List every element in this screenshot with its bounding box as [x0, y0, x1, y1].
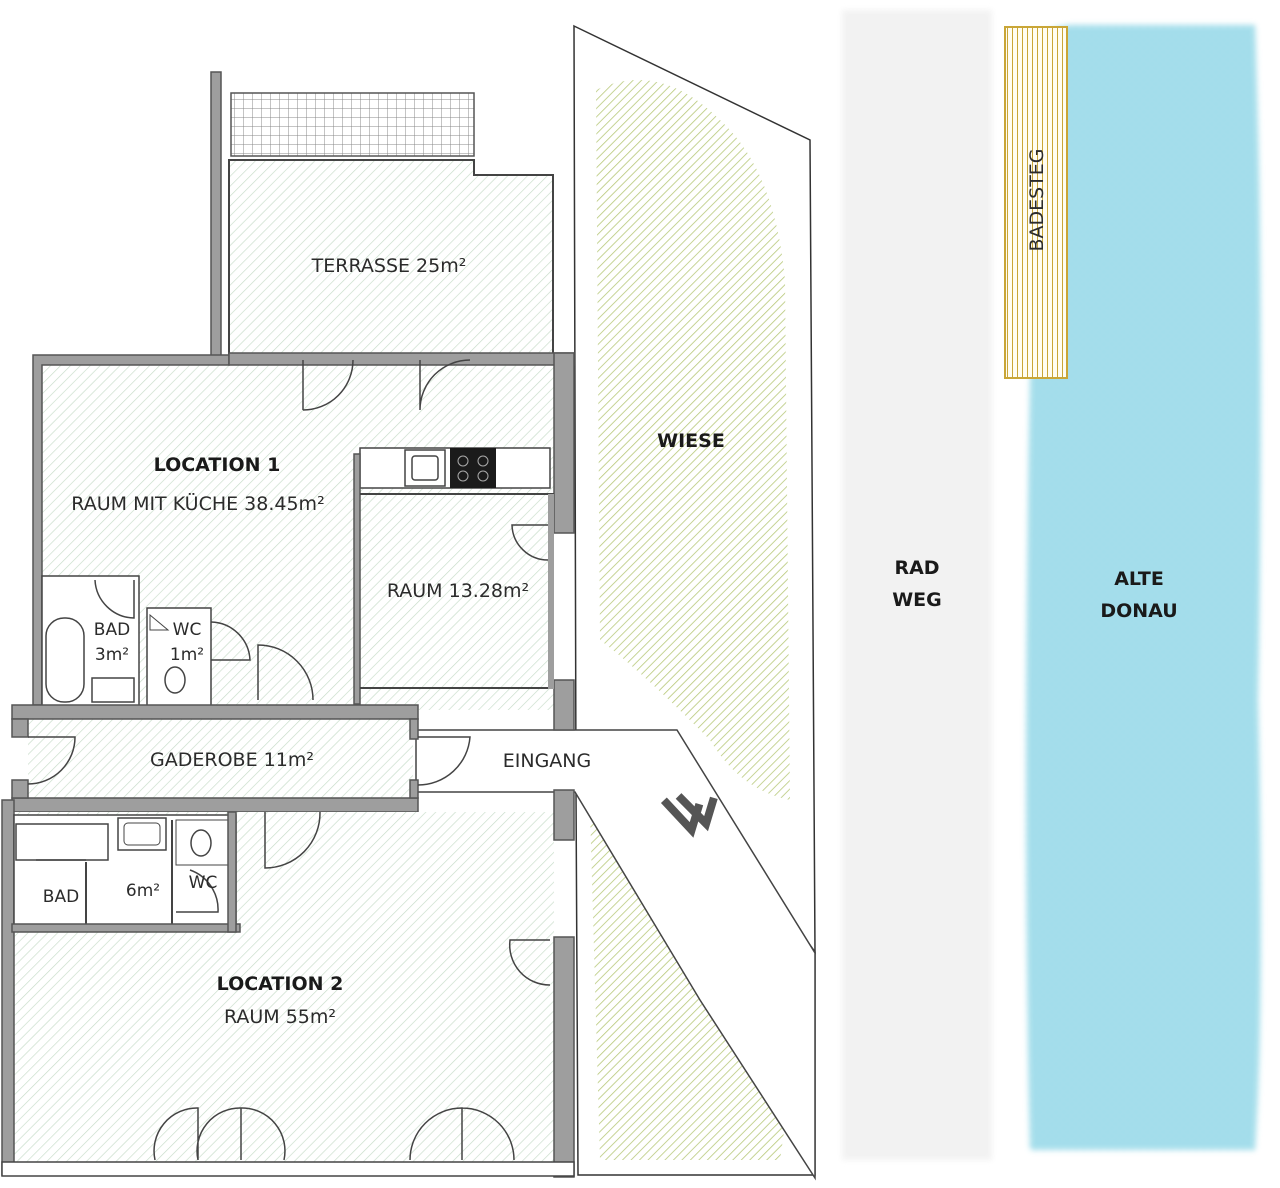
location-2 — [1, 789, 575, 1178]
label-raum-small: RAUM 13.28m² — [387, 580, 529, 602]
gaderobe — [11, 704, 471, 813]
label-wc1-area: 1m² — [170, 645, 204, 665]
label-bad2-name: BAD — [43, 887, 79, 907]
toilet-icon — [164, 666, 186, 694]
door-terrace-left — [302, 359, 354, 411]
label-location2-room: RAUM 55m² — [224, 1006, 336, 1028]
door-terrace-right — [419, 359, 471, 411]
alte-donau-water — [1024, 25, 1261, 1150]
label-gaderobe: GADEROBE 11m² — [150, 749, 314, 771]
terrasse — [210, 71, 554, 358]
label-terrasse: TERRASSE 25m² — [311, 255, 467, 277]
lawn-area — [573, 24, 816, 1176]
label-radweg-line2: WEG — [892, 589, 942, 611]
toilet2-icon — [190, 829, 212, 857]
washbasin-icon — [91, 677, 135, 703]
badesteg-jetty — [1004, 26, 1068, 379]
label-eingang: EINGANG — [503, 750, 591, 772]
label-badesteg: BADESTEG — [1026, 148, 1048, 251]
label-wc1-name: WC — [173, 620, 202, 640]
bike-path — [842, 10, 992, 1160]
label-donau-line2: DONAU — [1100, 600, 1177, 622]
label-location2-title: LOCATION 2 — [217, 973, 344, 995]
location-1 — [32, 352, 575, 731]
bathtub2-icon — [15, 823, 109, 861]
entrance-arrow-icon — [660, 793, 718, 838]
entrance-path — [415, 729, 816, 1181]
label-location1-room: RAUM MIT KÜCHE 38.45m² — [71, 492, 324, 515]
label-wc2-name: WC — [189, 873, 218, 893]
label-bad1-name: BAD — [94, 620, 130, 640]
label-bad1-area: 3m² — [95, 645, 129, 665]
label-location1-title: LOCATION 1 — [154, 454, 281, 476]
double-door-right — [409, 1107, 515, 1161]
door-raum-small — [511, 524, 549, 561]
label-donau-line1: ALTE — [1114, 568, 1164, 590]
bathtub-icon — [45, 617, 85, 703]
stove-icon — [450, 448, 496, 488]
label-radweg-line1: RAD — [894, 557, 939, 579]
double-door-left — [153, 1107, 286, 1161]
label-bad2-area: 6m² — [126, 881, 160, 901]
label-wiese: WIESE — [657, 430, 725, 452]
